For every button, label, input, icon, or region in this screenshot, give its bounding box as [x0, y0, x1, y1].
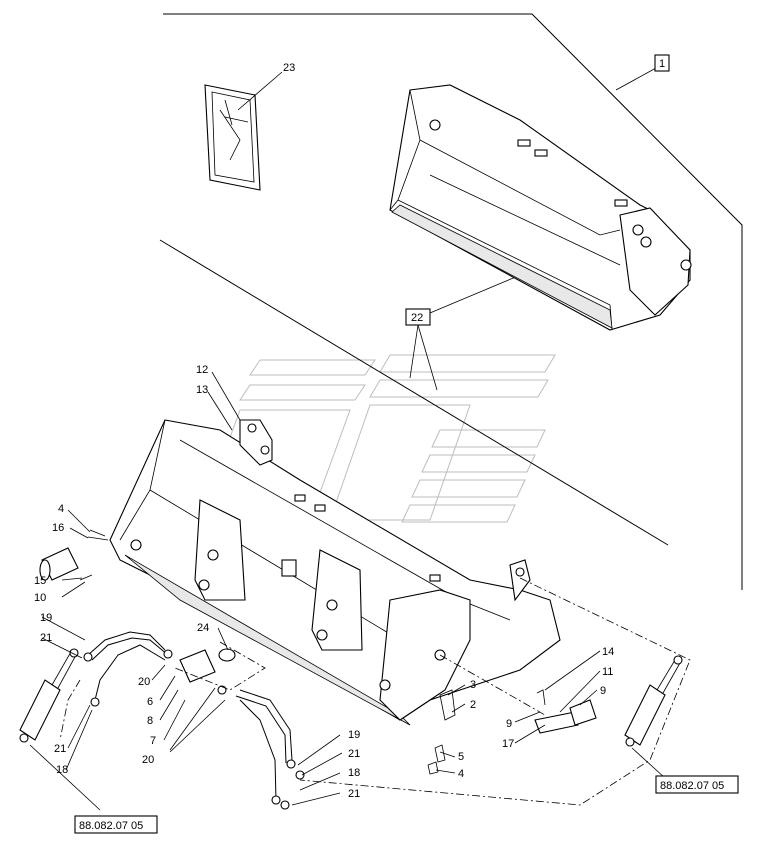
callout-10: 10 [34, 592, 46, 604]
boxed-label-1: 1 [659, 58, 665, 70]
callout-19: 19 [348, 729, 360, 741]
callout-21: 21 [54, 743, 66, 755]
callout-24: 24 [197, 622, 209, 634]
callout-20: 20 [142, 754, 154, 766]
hydraulic-cylinder-right [624, 655, 683, 747]
callout-9: 9 [600, 685, 606, 697]
assembly-lines [59, 577, 691, 806]
callout-18: 18 [348, 767, 360, 779]
callout-8: 8 [147, 715, 153, 727]
callout-23: 23 [283, 62, 295, 74]
callout-7: 7 [150, 735, 156, 747]
callout-20: 20 [138, 676, 150, 688]
leader-lines [29, 371, 666, 811]
reference-left: 88.082.07 05 [79, 820, 143, 832]
callout-12: 12 [196, 364, 208, 376]
hydraulic-hoses [83, 631, 305, 810]
callout-3: 3 [470, 679, 476, 691]
callout-11: 11 [602, 666, 613, 678]
callout-2: 2 [470, 699, 476, 711]
callout-15: 15 [34, 575, 46, 587]
callout-21: 21 [348, 748, 360, 760]
callout-16: 16 [52, 522, 64, 534]
callout-9: 9 [506, 718, 512, 730]
boxed-label-22: 22 [411, 312, 423, 324]
callout-18: 18 [56, 764, 68, 776]
upper-bucket [389, 84, 692, 331]
callout-6: 6 [147, 696, 153, 708]
operator-manual [204, 71, 283, 191]
small-parts [39, 529, 597, 775]
callout-5: 5 [458, 751, 464, 763]
callout-17: 17 [502, 738, 514, 750]
callout-14: 14 [602, 646, 614, 658]
callout-21: 21 [40, 632, 52, 644]
hydraulic-cylinder-left [19, 648, 79, 743]
callout-13: 13 [196, 384, 208, 396]
lower-bucket [109, 419, 561, 726]
reference-boxes: 88.082.07 05 88.082.07 05 [74, 775, 739, 834]
callout-19: 19 [40, 612, 52, 624]
callout-21: 21 [348, 788, 360, 800]
boxed-labels: 1 22 [405, 54, 670, 326]
callout-4: 4 [58, 503, 64, 515]
reference-right: 88.082.07 05 [660, 780, 724, 792]
callout-4: 4 [458, 768, 464, 780]
callout-numbers: 23 12 13 4 16 15 10 19 21 24 20 6 8 7 20… [34, 62, 614, 800]
